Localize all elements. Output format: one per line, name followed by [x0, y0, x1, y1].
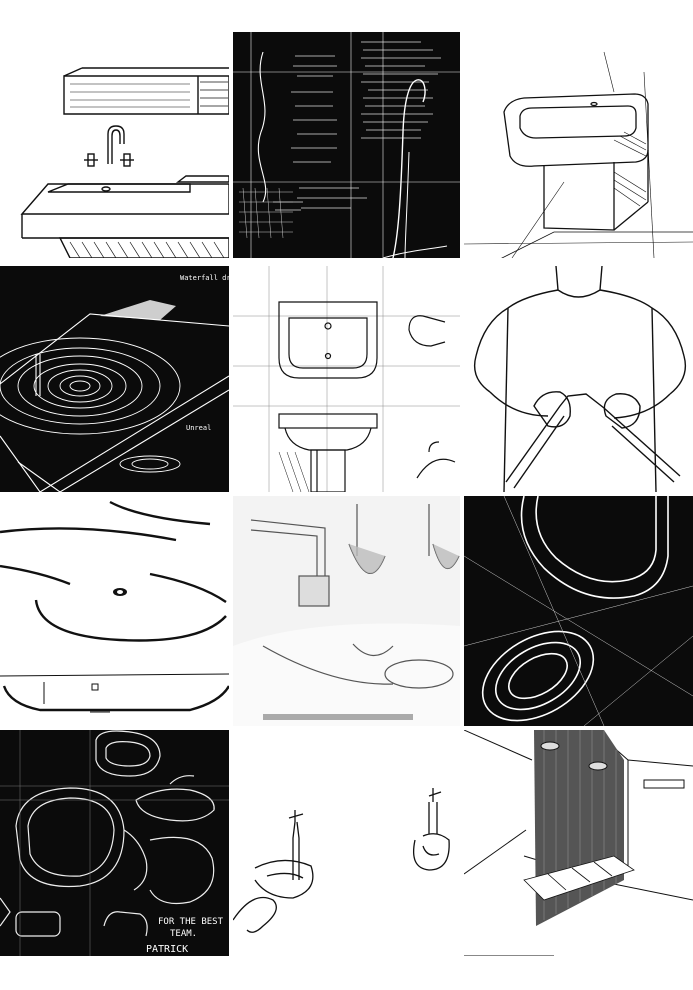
ripple-basin-illustration: Waterfall drop Unreal [0, 274, 229, 492]
tile-pedestal-basin-sketch [233, 266, 460, 492]
tile-oval-basin-sketch [0, 496, 229, 726]
note-unreal: Unreal [186, 424, 211, 432]
tile-toilet-concepts: FOR THE BEST TEAM. PATRICK [0, 730, 229, 956]
sketch-grid: Waterfall drop Unreal [0, 32, 693, 958]
signature-patrick: PATRICK [146, 944, 188, 955]
tile-wall-basin-sketch [464, 32, 693, 258]
pedestal-basin-illustration [233, 266, 460, 492]
oval-basin-illustration [0, 500, 229, 713]
note-waterfall: Waterfall drop [180, 274, 229, 282]
note-for-the-best: FOR THE BEST [158, 917, 224, 927]
faucet-rendering-illustration [233, 496, 460, 726]
notebook-illustration [233, 32, 460, 258]
toilet-concepts-illustration: FOR THE BEST TEAM. PATRICK [0, 730, 229, 956]
tile-shower-room-sketch [464, 730, 693, 956]
wall-basin-illustration [464, 51, 693, 258]
faucet-ribbons-illustration [233, 788, 450, 933]
note-team: TEAM. [170, 929, 197, 939]
tile-notebook-sketch [233, 32, 460, 258]
person-illustration [473, 266, 687, 492]
tile-person-bending-pipe [464, 266, 693, 492]
tile-faucet-ribbons [233, 730, 460, 956]
washbasin-illustration [20, 67, 229, 258]
oval-toilet-illustration [464, 496, 693, 726]
tile-washbasin-sketch [0, 32, 229, 258]
tile-faucet-rendering [233, 496, 460, 726]
tile-ripple-basin-sketch: Waterfall drop Unreal [0, 266, 229, 492]
shower-room-illustration [464, 730, 693, 956]
tile-oval-toilet-sketch [464, 496, 693, 726]
